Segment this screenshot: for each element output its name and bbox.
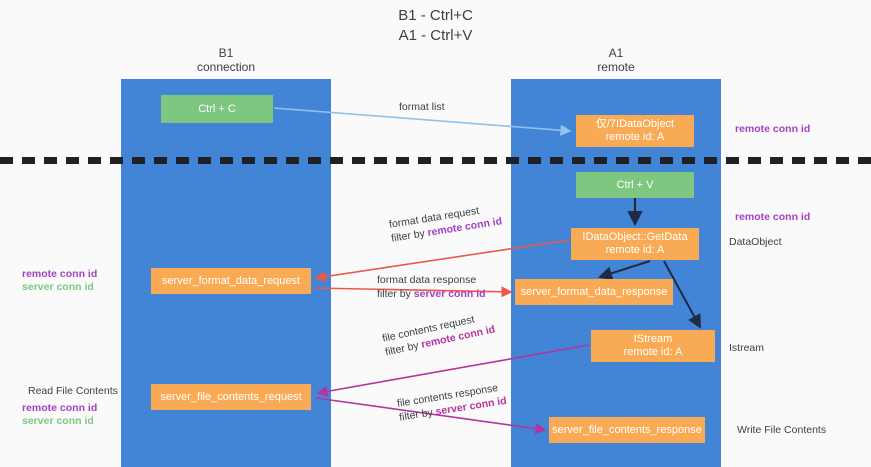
label-right-remote-conn-id-top: remote conn id	[735, 123, 811, 135]
title-line-2: A1 - Ctrl+V	[398, 27, 473, 44]
box-server-file-contents-request[interactable]: server_file_contents_request	[151, 384, 311, 410]
box-server-format-data-response-label: server_format_data_response	[520, 285, 668, 298]
box-getdata-label: IDataObject::GetData	[582, 231, 688, 243]
box-server-file-contents-response[interactable]: server_file_contents_response	[549, 417, 705, 443]
note-format-data-response: format data response filter by server co…	[377, 273, 486, 301]
note-format-list-text: format list	[399, 101, 445, 113]
box-ctrl-v-label: Ctrl + V	[616, 178, 654, 191]
label-right-dataobject: DataObject	[729, 236, 782, 248]
lane-header-b1-name: B1	[218, 46, 234, 60]
note-fdresp-filter-prefix: filter by	[377, 288, 414, 300]
label-right-remote-conn-id-mid: remote conn id	[735, 211, 811, 223]
box-idataobject-label: 仅/7IDataObject	[595, 118, 675, 130]
note-format-data-request: format data request filter by remote con…	[388, 200, 503, 245]
box-server-file-contents-response-label: server_file_contents_response	[552, 423, 702, 436]
lane-header-b1: B1 connection	[121, 46, 331, 74]
note-fdresp-filter-key: server conn id	[413, 288, 486, 300]
box-ctrl-c-label: Ctrl + C	[198, 102, 236, 115]
note-format-data-response-filter: filter by server conn id	[377, 287, 486, 301]
lane-header-a1-role: remote	[597, 60, 635, 74]
note-file-contents-request: file contents request filter by remote c…	[381, 309, 496, 360]
lane-header-b1-role: connection	[196, 60, 256, 74]
box-ctrl-v[interactable]: Ctrl + V	[576, 172, 694, 198]
box-idataobject[interactable]: 仅/7IDataObject remote id: A	[576, 115, 694, 147]
box-istream-label: IStream	[633, 333, 673, 345]
note-format-data-response-text: format data response	[377, 274, 477, 286]
box-server-format-data-response[interactable]: server_format_data_response	[515, 279, 673, 305]
label-left-remote-conn-id-1: remote conn id	[22, 268, 98, 280]
label-right-istream: Istream	[729, 342, 765, 354]
box-istream-sub: remote id: A	[623, 346, 683, 358]
box-idataobject-getdata[interactable]: IDataObject::GetData remote id: A	[571, 228, 699, 260]
box-server-file-contents-request-label: server_file_contents_request	[160, 390, 302, 403]
box-server-format-data-request-label: server_format_data_request	[161, 274, 301, 287]
title-line-1: B1 - Ctrl+C	[398, 7, 473, 24]
box-server-format-data-request[interactable]: server_format_data_request	[151, 268, 311, 294]
label-left-remote-conn-id-2: remote conn id	[22, 402, 98, 414]
label-left-conn-ids-top: remote conn id server conn id	[22, 268, 97, 294]
box-getdata-sub: remote id: A	[605, 244, 665, 256]
box-idataobject-sub: remote id: A	[605, 131, 665, 143]
box-istream[interactable]: IStream remote id: A	[591, 330, 715, 362]
note-format-list: format list	[399, 100, 445, 114]
lane-header-a1: A1 remote	[511, 46, 721, 74]
label-left-server-conn-id-2: server conn id	[22, 415, 94, 427]
lane-header-a1-name: A1	[608, 46, 624, 60]
box-ctrl-c[interactable]: Ctrl + C	[161, 95, 273, 123]
label-left-read-file-contents: Read File Contents	[28, 385, 118, 397]
page-title: B1 - Ctrl+C A1 - Ctrl+V	[0, 6, 871, 46]
phase-divider	[0, 157, 871, 164]
label-left-server-conn-id-1: server conn id	[22, 281, 94, 293]
label-right-write-file-contents: Write File Contents	[737, 424, 827, 436]
label-left-conn-ids-bottom: remote conn id server conn id	[22, 402, 97, 428]
note-file-contents-response: file contents response filter by server …	[396, 380, 508, 425]
